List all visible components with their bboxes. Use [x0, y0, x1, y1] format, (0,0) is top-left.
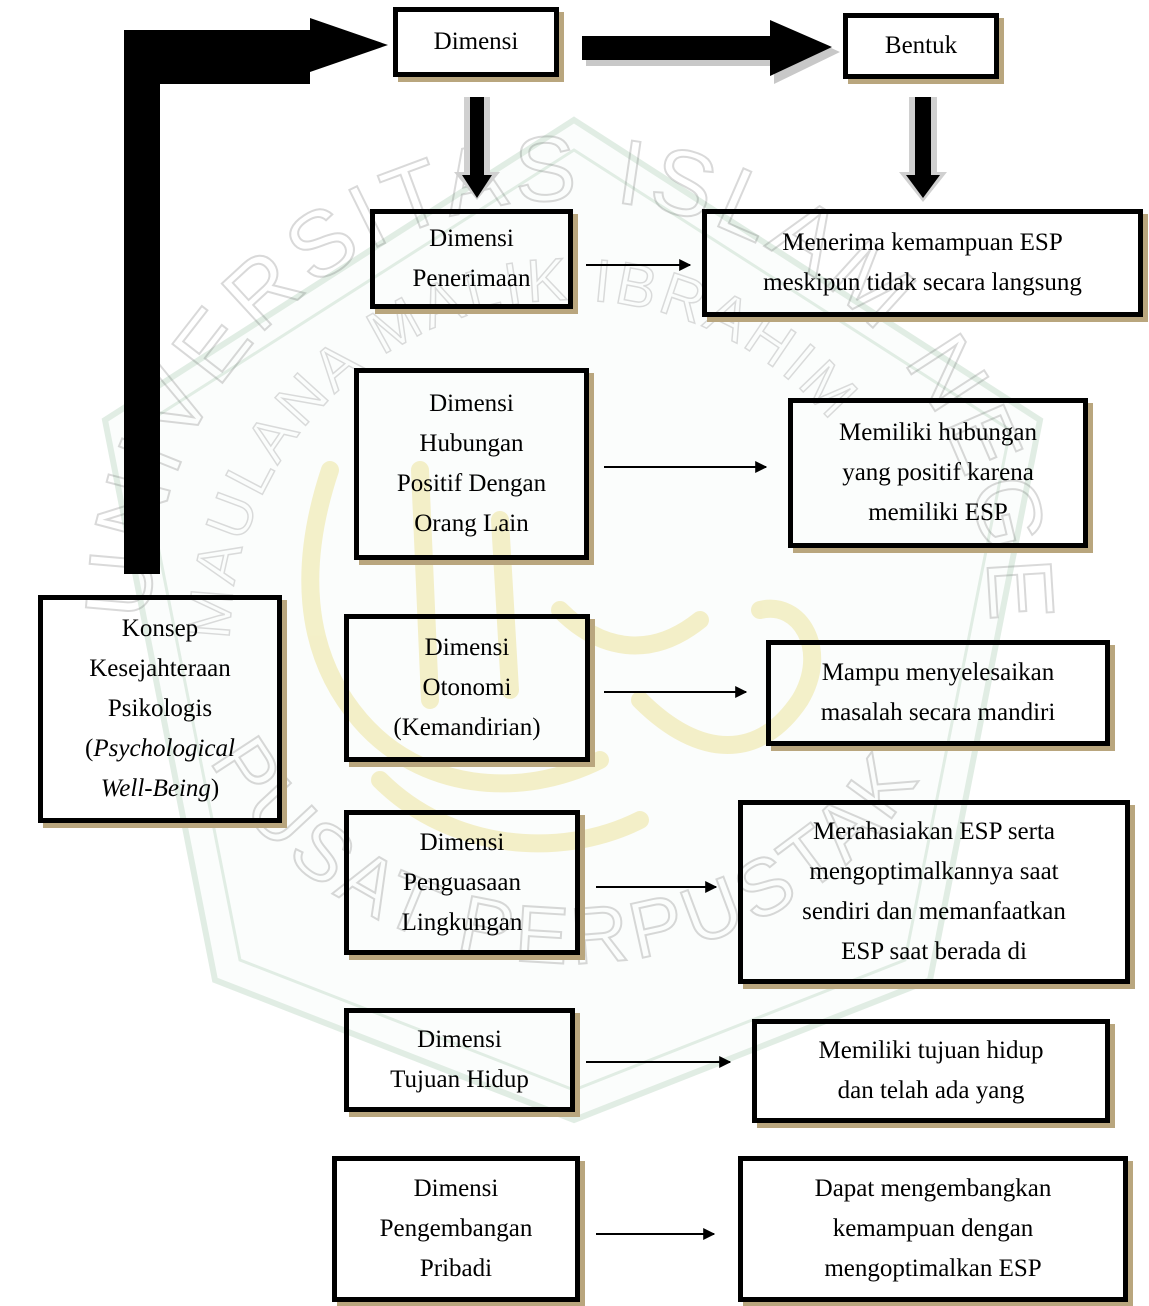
seal-calligraphy: [301, 461, 822, 853]
dimension-line: Tujuan Hidup: [390, 1066, 529, 1093]
form-line: Memiliki hubungan: [839, 419, 1037, 446]
dimension-line: Dimensi: [417, 1026, 502, 1053]
form-line: Mampu menyelesaikan: [821, 659, 1055, 686]
dimension-line: Otonomi: [422, 674, 512, 701]
dimension-line: Dimensi: [429, 225, 514, 252]
form-box-otonomi: Mampu menyelesaikan masalah secara mandi…: [766, 640, 1110, 746]
dimensi-header-label: Dimensi: [433, 28, 519, 55]
form-line: sendiri dan memanfaatkan: [802, 898, 1066, 925]
dimension-box-hubungan-positif: Dimensi Hubungan Positif Dengan Orang La…: [354, 368, 589, 560]
form-line: Menerima kemampuan ESP: [782, 229, 1063, 256]
form-line: meskipun tidak secara langsung: [763, 269, 1082, 296]
dimension-line: Positif Dengan: [396, 470, 547, 497]
dimension-line: Lingkungan: [401, 908, 523, 936]
dimension-line: Penerimaan: [412, 265, 531, 292]
form-line: Merahasiakan ESP serta: [812, 818, 1056, 845]
dimension-box-tujuan-hidup: Dimensi Tujuan Hidup: [344, 1008, 575, 1112]
root-concept-box: Konsep Kesejahteraan Psikologis (Psychol…: [38, 595, 282, 823]
dimension-line: Dimensi: [429, 390, 514, 417]
form-line: yang positif karena: [842, 459, 1034, 486]
dimension-box-otonomi: Dimensi Otonomi (Kemandirian): [344, 614, 590, 762]
form-line: dan telah ada yang: [837, 1077, 1025, 1104]
down-arrow-bentuk: [899, 97, 947, 202]
form-box-tujuan-hidup: Memiliki tujuan hidup dan telah ada yang: [752, 1019, 1110, 1123]
form-box-hubungan-positif: Memiliki hubungan yang positif karena me…: [788, 398, 1088, 548]
root-concept-line-2: Kesejahteraan: [89, 655, 231, 682]
form-line: mengoptimalkannya saat: [809, 858, 1059, 885]
form-line: memiliki ESP: [868, 499, 1008, 526]
bentuk-header-label: Bentuk: [884, 32, 958, 59]
dimension-line: Orang Lain: [414, 510, 529, 537]
seal-pentagon: [101, 116, 1044, 1124]
dimension-line: Dimensi: [419, 828, 505, 856]
root-concept-line-1: Konsep: [121, 615, 199, 642]
bentuk-header-box: Bentuk: [843, 13, 999, 79]
dimension-line: Pengembangan: [379, 1215, 533, 1242]
elbow-arrow-root-to-dimensi: [124, 18, 388, 574]
root-concept-line-4: (Psychological: [85, 735, 235, 762]
form-box-penerimaan: Menerima kemampuan ESP meskipun tidak se…: [702, 209, 1143, 317]
dimension-line: Pribadi: [419, 1255, 493, 1282]
thick-arrow-dimensi-to-bentuk: [582, 20, 840, 84]
dimension-line: Penguasaan: [402, 868, 521, 896]
dimension-line: Dimensi: [413, 1175, 499, 1202]
form-line: Memiliki tujuan hidup: [818, 1037, 1044, 1064]
root-concept-line-5: Well-Being): [100, 775, 220, 802]
form-box-penguasaan-lingkungan: Merahasiakan ESP serta mengoptimalkannya…: [738, 800, 1130, 984]
form-line: masalah secara mandiri: [820, 699, 1056, 726]
down-arrow-dimensi: [454, 97, 500, 200]
dimension-box-pengembangan-pribadi: Dimensi Pengembangan Pribadi: [332, 1156, 580, 1302]
form-box-pengembangan-pribadi: Dapat mengembangkan kemampuan dengan men…: [738, 1156, 1128, 1302]
dimension-box-penerimaan: Dimensi Penerimaan: [370, 209, 573, 309]
dimension-line: Hubungan: [419, 430, 524, 457]
form-line: mengoptimalkan ESP: [824, 1255, 1042, 1282]
form-line: kemampuan dengan: [832, 1215, 1034, 1242]
dimension-box-penguasaan-lingkungan: Dimensi Penguasaan Lingkungan: [344, 810, 580, 955]
form-line: Dapat mengembangkan: [814, 1175, 1052, 1202]
dimensi-header-box: Dimensi: [393, 7, 559, 77]
dimension-line: Dimensi: [424, 634, 510, 661]
root-concept-line-3: Psikologis: [107, 695, 213, 722]
form-line: ESP saat berada di: [841, 938, 1027, 965]
dimension-line: (Kemandirian): [393, 714, 541, 741]
